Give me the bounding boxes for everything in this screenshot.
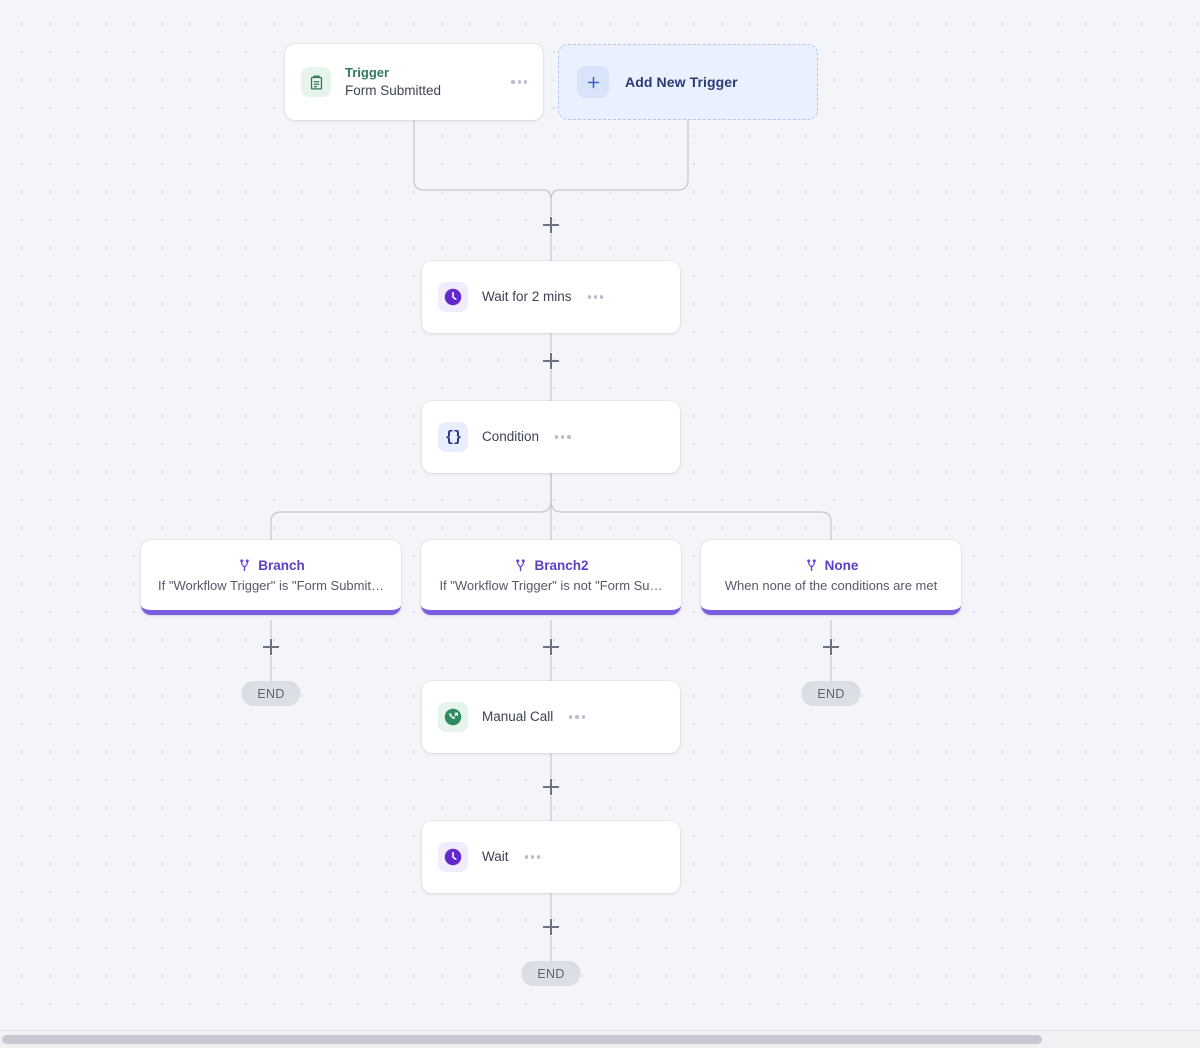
wait-node-2-title: Wait xyxy=(482,848,509,864)
ellipsis-icon[interactable] xyxy=(523,849,543,864)
add-step-after-wait-1[interactable] xyxy=(542,352,560,370)
braces-icon: {} xyxy=(438,422,468,452)
phone-outgoing-icon xyxy=(438,702,468,732)
plus-icon xyxy=(577,66,609,98)
add-step-after-manual-call[interactable] xyxy=(542,778,560,796)
branch-description: If "Workflow Trigger" is "Form Submit… xyxy=(158,577,384,593)
end-node-3: END xyxy=(521,961,581,986)
add-step-branch-3[interactable] xyxy=(822,638,840,656)
add-step-branch-1[interactable] xyxy=(262,638,280,656)
clipboard-list-icon xyxy=(301,67,331,97)
branch-fork-icon xyxy=(240,558,250,571)
trigger-text-block: Trigger Form Submitted xyxy=(345,64,495,100)
add-new-trigger-label: Add New Trigger xyxy=(625,74,738,90)
trigger-node[interactable]: Trigger Form Submitted xyxy=(285,44,543,120)
branch-name: Branch xyxy=(258,557,305,573)
add-step-branch-2[interactable] xyxy=(542,638,560,656)
branch-name: Branch2 xyxy=(534,557,589,573)
wait-node-1[interactable]: Wait for 2 mins xyxy=(422,261,680,333)
add-step-after-wait-2[interactable] xyxy=(542,918,560,936)
clock-icon xyxy=(438,282,468,312)
branch-card-1[interactable]: Branch If "Workflow Trigger" is "Form Su… xyxy=(141,540,401,615)
branch-description: If "Workflow Trigger" is not "Form Su… xyxy=(439,577,663,593)
ellipsis-icon[interactable] xyxy=(586,289,606,304)
branch-fork-icon xyxy=(516,558,526,571)
add-new-trigger-button[interactable]: Add New Trigger xyxy=(558,44,818,120)
manual-call-node[interactable]: Manual Call xyxy=(422,681,680,753)
clock-icon xyxy=(438,842,468,872)
branch-card-2[interactable]: Branch2 If "Workflow Trigger" is not "Fo… xyxy=(421,540,681,615)
braces-glyph: {} xyxy=(444,428,462,446)
horizontal-scrollbar-thumb[interactable] xyxy=(2,1035,1042,1044)
trigger-title: Trigger xyxy=(345,65,390,80)
condition-node-title: Condition xyxy=(482,428,540,444)
branch-name: None xyxy=(824,557,859,573)
branch-description: When none of the conditions are met xyxy=(724,577,938,593)
ellipsis-icon[interactable] xyxy=(567,709,587,724)
condition-node[interactable]: {} Condition xyxy=(422,401,680,473)
branch-card-3[interactable]: None When none of the conditions are met xyxy=(701,540,961,615)
ellipsis-icon[interactable] xyxy=(553,429,573,444)
branch-header: Branch xyxy=(237,558,305,573)
manual-call-node-title: Manual Call xyxy=(482,708,554,724)
wait-node-1-title: Wait for 2 mins xyxy=(482,288,572,304)
branch-header: None xyxy=(804,557,859,573)
horizontal-scrollbar[interactable] xyxy=(0,1030,1200,1048)
end-node-2: END xyxy=(801,681,861,706)
end-node-1: END xyxy=(241,681,301,706)
ellipsis-icon[interactable] xyxy=(509,74,529,89)
add-step-after-trigger[interactable] xyxy=(542,216,560,234)
branch-header: Branch2 xyxy=(513,557,589,573)
trigger-subtitle: Form Submitted xyxy=(345,83,442,98)
wait-node-2[interactable]: Wait xyxy=(422,821,680,893)
branch-fork-icon xyxy=(806,558,816,571)
